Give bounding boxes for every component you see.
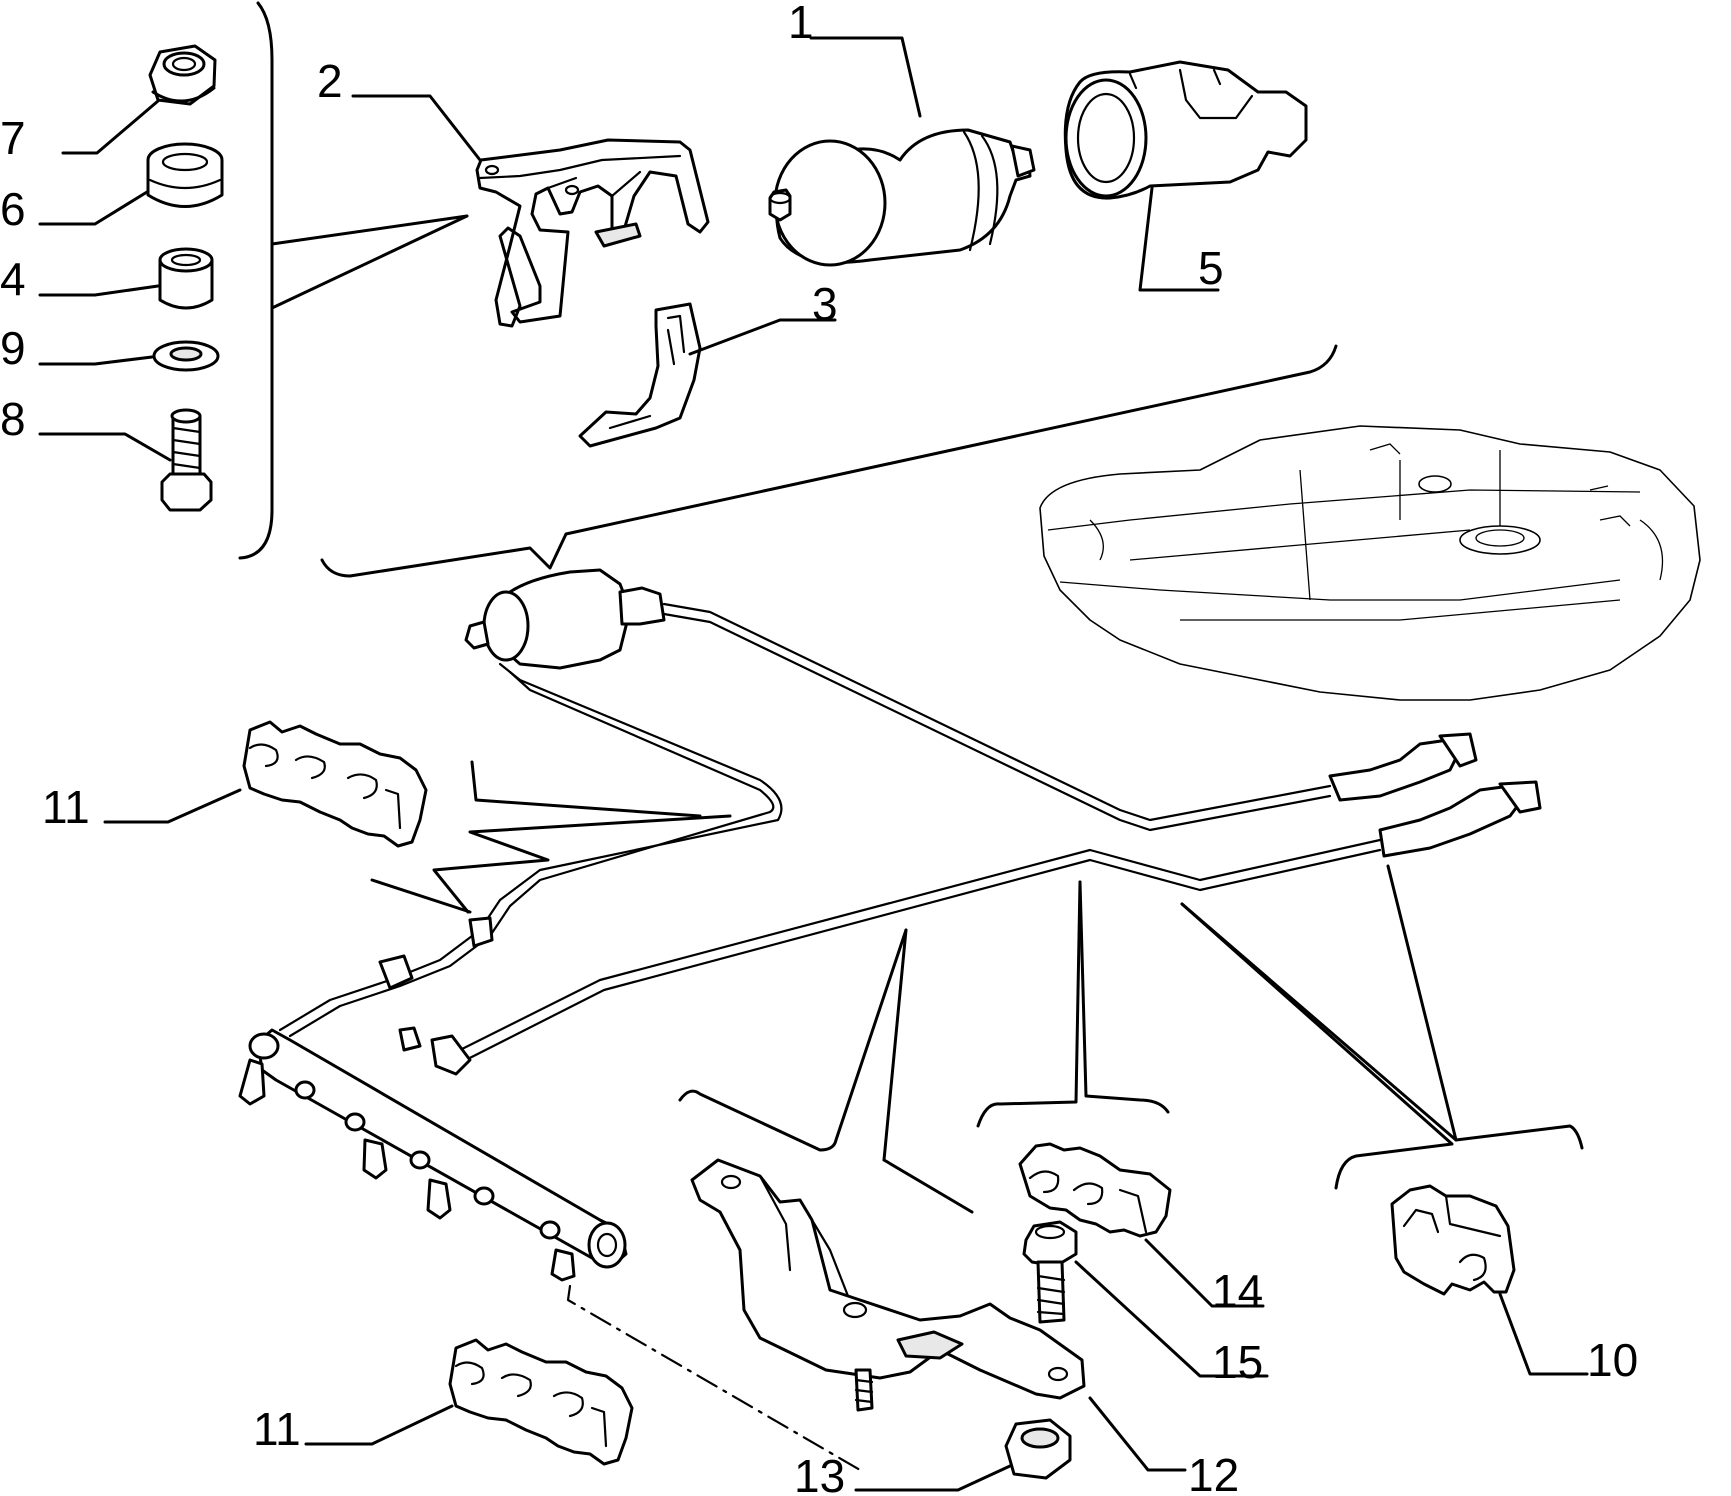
fuel-rail-with-injectors xyxy=(238,1028,628,1282)
callout-11-lower: 11 xyxy=(253,1403,301,1455)
callout-4: 4 xyxy=(0,253,26,305)
fuel-tank xyxy=(1039,425,1701,701)
callout-14: 14 xyxy=(1212,1265,1263,1317)
part-10-tube-clip xyxy=(1390,1184,1516,1296)
part-11-tube-clip-upper xyxy=(242,720,428,848)
callout-1: 1 xyxy=(788,0,814,48)
part-9-washer xyxy=(152,340,220,372)
part-12-mounting-bracket xyxy=(690,1158,1086,1412)
part-1-fuel-filter xyxy=(768,128,1036,267)
callout-3: 3 xyxy=(812,278,838,330)
part-5-rubber-sleeve xyxy=(1063,60,1308,200)
callout-13: 13 xyxy=(794,1450,845,1496)
callout-8: 8 xyxy=(0,393,26,445)
callout-15: 15 xyxy=(1212,1336,1263,1388)
callout-7: 7 xyxy=(0,112,26,164)
part-11-tube-clip-lower xyxy=(448,1338,634,1466)
part-15-bolt xyxy=(1022,1220,1078,1324)
callout-10: 10 xyxy=(1587,1334,1638,1386)
callout-6: 6 xyxy=(0,183,26,235)
callout-labels: 1 2 3 4 5 6 7 8 9 10 11 11 12 13 14 15 xyxy=(0,0,1638,1496)
assembled-fuel-filter xyxy=(464,568,666,670)
fuel-lines xyxy=(278,602,1542,1076)
callout-11-upper: 11 xyxy=(42,781,90,833)
callout-9: 9 xyxy=(0,322,26,374)
part-3-filter-clip xyxy=(578,302,702,448)
part-14-double-tube-clip xyxy=(1018,1142,1172,1238)
callout-12: 12 xyxy=(1188,1449,1239,1496)
part-2-filter-bracket xyxy=(475,138,710,328)
part-4-spacer-sleeve xyxy=(158,247,214,310)
injector-pipes xyxy=(294,1080,576,1282)
part-13-flanged-nut xyxy=(1004,1418,1072,1480)
callout-2: 2 xyxy=(317,55,343,107)
callout-5: 5 xyxy=(1198,242,1224,294)
part-8-bolt xyxy=(160,408,213,512)
part-7-flanged-nut xyxy=(148,44,217,106)
part-6-grommet xyxy=(146,142,224,208)
